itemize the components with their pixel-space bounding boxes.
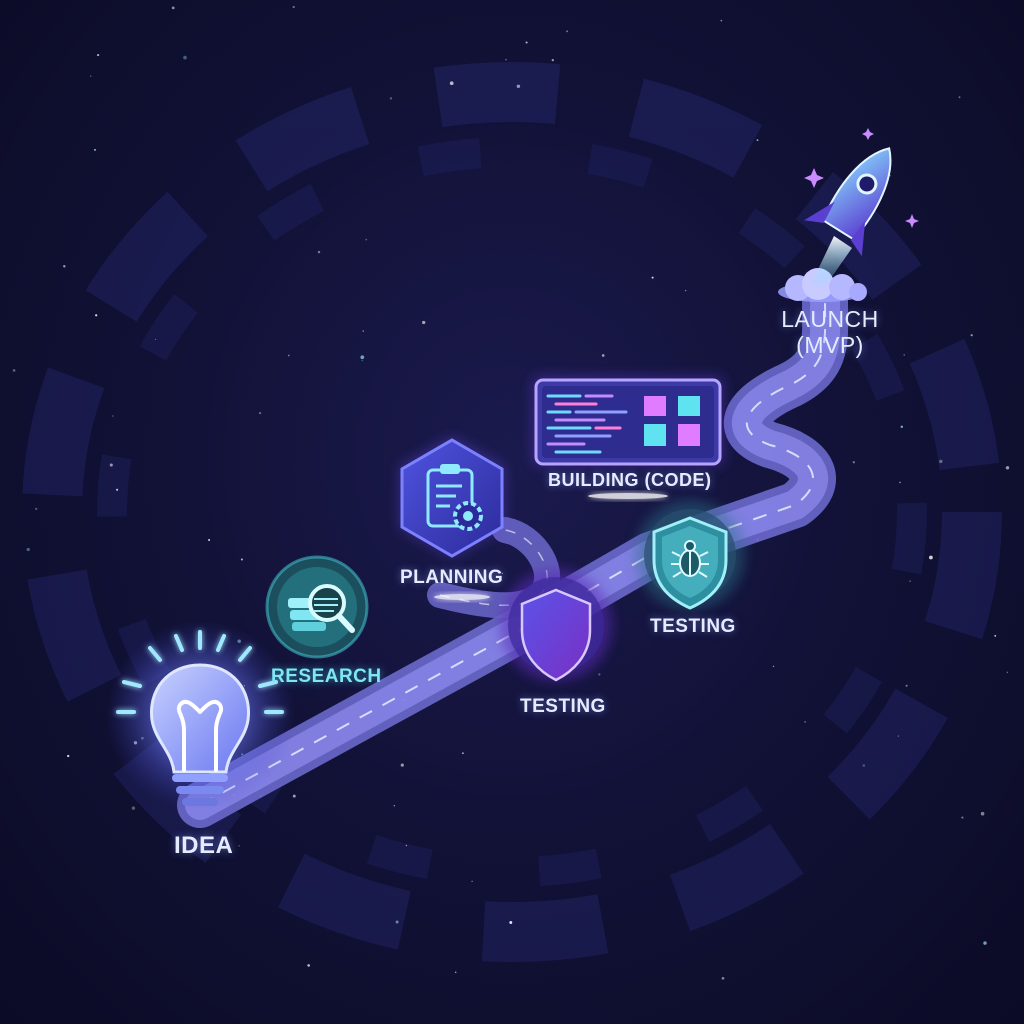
background-swirl (22, 62, 1002, 962)
star (862, 764, 866, 767)
star (449, 81, 454, 86)
star (961, 816, 964, 819)
star (889, 175, 891, 177)
shield-bug-icon (635, 500, 745, 610)
star (112, 415, 114, 417)
star (958, 96, 961, 99)
star (183, 55, 187, 60)
star (897, 735, 899, 737)
shield-icon (500, 569, 612, 682)
star (26, 547, 30, 552)
star (772, 665, 775, 668)
star (240, 558, 243, 561)
rocket-icon (778, 128, 919, 302)
star (67, 754, 70, 758)
stage-label-building: BUILDING (CODE) (548, 470, 712, 490)
star (983, 941, 987, 945)
star (395, 920, 399, 924)
star (258, 411, 262, 415)
star (684, 289, 687, 292)
star (566, 30, 569, 33)
star (903, 354, 906, 356)
star (422, 320, 426, 325)
star (292, 5, 295, 9)
starfield (12, 5, 1010, 980)
star (720, 19, 723, 22)
star (939, 459, 943, 464)
star (360, 355, 365, 360)
star (292, 794, 296, 798)
stage-label-research: RESEARCH (271, 666, 382, 687)
clipboard-gear-icon (399, 436, 505, 558)
star (171, 6, 175, 10)
star (287, 354, 290, 357)
star (63, 265, 66, 268)
star (804, 721, 806, 723)
road-flare (434, 594, 490, 600)
star (852, 461, 855, 464)
star (721, 976, 725, 980)
star (400, 763, 404, 767)
star (89, 75, 92, 77)
star (900, 425, 903, 428)
star (307, 964, 311, 967)
stage-label-testing-2: TESTING (650, 616, 736, 637)
star (131, 806, 136, 810)
star (551, 58, 554, 62)
star (1005, 466, 1010, 470)
star (208, 539, 211, 541)
stage-label-planning: PLANNING (400, 567, 504, 588)
star (601, 354, 605, 357)
star (516, 84, 521, 89)
star (365, 238, 368, 241)
star (154, 338, 157, 341)
star (93, 148, 97, 151)
star (471, 880, 473, 883)
star (35, 507, 38, 511)
stage-label-launch: LAUNCH (MVP) (770, 306, 890, 358)
star (651, 276, 654, 279)
star (505, 58, 507, 61)
code-window-icon (532, 376, 724, 499)
star (361, 359, 363, 362)
star (362, 330, 364, 332)
star (393, 804, 396, 807)
stage-label-launch-line1: LAUNCH (781, 306, 879, 332)
star (389, 97, 393, 100)
star (238, 845, 240, 847)
star (970, 334, 973, 337)
star (756, 139, 759, 141)
star (994, 635, 997, 637)
star (980, 811, 985, 816)
star (525, 41, 528, 44)
stage-label-launch-line2: (MVP) (796, 332, 864, 358)
magnifier-book-icon (265, 555, 369, 659)
star (509, 921, 513, 924)
star (12, 369, 16, 372)
stage-label-testing-1: TESTING (520, 696, 606, 717)
star (929, 555, 933, 560)
star (116, 488, 119, 491)
star (899, 481, 901, 484)
lightbulb-icon (105, 620, 295, 810)
star (97, 54, 100, 57)
star (405, 844, 408, 847)
star (905, 684, 908, 687)
star (461, 752, 464, 755)
stage-label-idea: IDEA (174, 832, 234, 859)
star (501, 572, 503, 575)
star (1006, 671, 1009, 674)
star (454, 971, 457, 974)
star (95, 314, 98, 317)
road-lane-dashes (199, 299, 827, 806)
star (598, 673, 601, 676)
star (109, 463, 113, 467)
star (909, 580, 911, 582)
star (317, 250, 321, 254)
